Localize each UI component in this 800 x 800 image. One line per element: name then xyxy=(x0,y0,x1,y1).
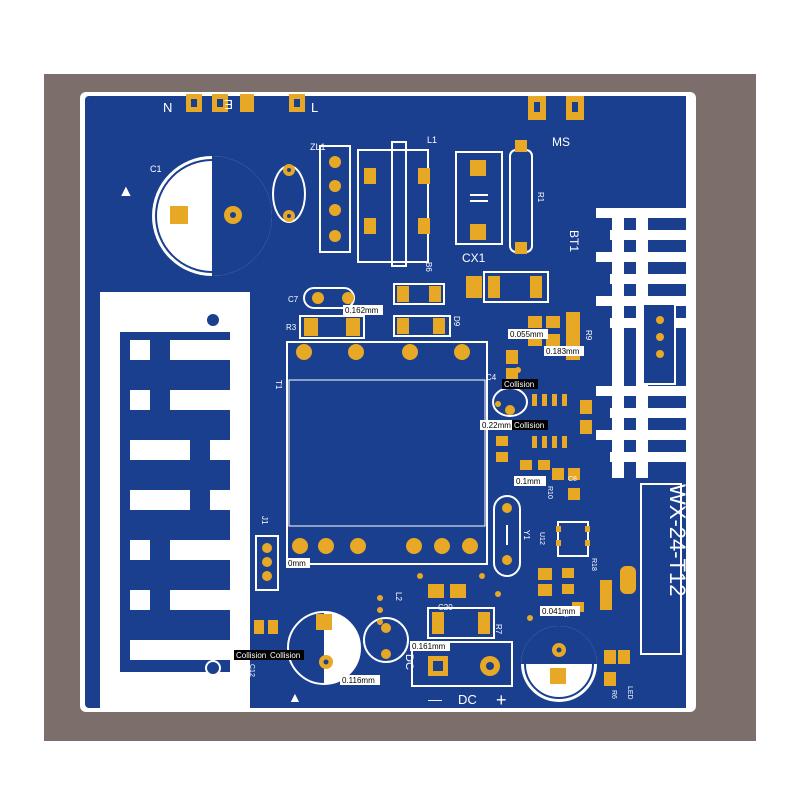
resistor-r1: R1 xyxy=(509,140,545,254)
inductor-l2: L2 xyxy=(363,592,409,663)
label-l1: L1 xyxy=(427,135,437,145)
led-indicator: LED R6 xyxy=(604,650,633,700)
label-plus: + xyxy=(496,690,507,710)
crystal-y1: Y1 xyxy=(493,495,531,577)
measurement-7: 0.041mm xyxy=(540,606,580,616)
warning-icon-bottom: ▲ xyxy=(288,689,302,705)
svg-text:0.1mm: 0.1mm xyxy=(516,477,541,486)
measurement-5: 0.1mm xyxy=(514,476,546,486)
label-led: LED xyxy=(626,686,633,700)
capacitor-c12: C12 xyxy=(248,620,278,677)
power-input-pads: N E L xyxy=(163,94,318,115)
smd-upper: C7 R3 B6 D9 xyxy=(286,262,549,339)
label-dc: DC xyxy=(458,692,477,707)
warning-icon: ▲ xyxy=(118,183,134,200)
measurement-8: 0.161mm xyxy=(410,641,450,651)
smd-bottom-middle: C20 R7 xyxy=(427,584,503,639)
label-ms: MS xyxy=(552,135,570,149)
antenna-left xyxy=(100,292,250,712)
svg-text:Collision: Collision xyxy=(504,380,534,389)
label-bt1: BT1 xyxy=(567,230,581,252)
measurement-labels: 0.162mm 0.055mm 0.183mm 0.22mm 0.1mm 0mm… xyxy=(286,305,584,685)
svg-text:0.161mm: 0.161mm xyxy=(412,642,446,651)
model-text: WX-24-T12 xyxy=(665,484,690,596)
label-j1: J1 xyxy=(260,516,269,525)
collision-2: Collision xyxy=(512,420,548,430)
dc-connector: DC — DC + xyxy=(403,641,513,710)
measurement-4: 0.22mm xyxy=(480,420,516,430)
capacitor-bottom-right xyxy=(521,626,597,702)
svg-text:0.22mm: 0.22mm xyxy=(482,421,511,430)
label-r1: R1 xyxy=(536,192,545,203)
svg-text:0.183mm: 0.183mm xyxy=(546,347,580,356)
capacitor-bottom-left: ▲ xyxy=(287,611,361,705)
model-label: WX-24-T12 xyxy=(640,483,690,655)
measurement-3: 0.183mm xyxy=(544,346,584,356)
label-r7: R7 xyxy=(494,624,503,635)
connector-j1: J1 xyxy=(255,516,279,591)
label-y1: Y1 xyxy=(522,530,531,540)
label-c4: C4 xyxy=(486,373,497,382)
svg-text:0.041mm: 0.041mm xyxy=(542,607,576,616)
measurement-9: 0.116mm xyxy=(340,675,380,685)
label-b6: B6 xyxy=(424,262,433,272)
vias xyxy=(377,367,533,625)
measurement-2: 0.055mm xyxy=(508,329,548,339)
label-e: E xyxy=(224,97,233,112)
transformer-t1: T1 xyxy=(274,341,488,565)
label-n: N xyxy=(163,100,172,115)
collision-markers: Collision Collision Collision Collision xyxy=(234,379,548,660)
collision-4: Collision xyxy=(268,650,304,660)
label-zl1: ZL1 xyxy=(310,142,326,152)
collision-3: Collision xyxy=(234,650,270,660)
label-minus: — xyxy=(428,691,442,707)
label-r10: R10 xyxy=(546,486,553,499)
label-l2: L2 xyxy=(394,592,403,601)
capacitor-c1: C1 ▲ xyxy=(118,156,272,276)
label-c7: C7 xyxy=(288,295,299,304)
label-r9: R9 xyxy=(584,330,593,341)
label-dc-side: DC xyxy=(403,654,415,670)
label-l: L xyxy=(311,100,318,115)
capacitor-cx1: CX1 xyxy=(455,151,503,265)
label-c1: C1 xyxy=(150,164,162,174)
fuse-ntc: ZL1 xyxy=(272,142,351,253)
svg-text:Collision: Collision xyxy=(236,651,266,660)
svg-text:0.162mm: 0.162mm xyxy=(345,306,379,315)
label-c12: C12 xyxy=(248,664,255,677)
label-r3: R3 xyxy=(286,323,297,332)
antenna-right xyxy=(596,92,691,708)
collision-1: Collision xyxy=(502,379,538,389)
label-u12: U12 xyxy=(538,532,545,545)
inductor-l1: L1 xyxy=(357,135,437,267)
label-t1: T1 xyxy=(274,380,283,390)
label-c8: C8 xyxy=(568,476,577,483)
measurement-1: 0.162mm xyxy=(343,305,383,315)
svg-text:Collision: Collision xyxy=(270,651,300,660)
svg-text:0mm: 0mm xyxy=(288,559,306,568)
ms-connector: MS xyxy=(528,96,584,149)
svg-text:Collision: Collision xyxy=(514,421,544,430)
svg-text:0.116mm: 0.116mm xyxy=(342,676,375,685)
label-d9: D9 xyxy=(452,316,461,327)
label-cx1: CX1 xyxy=(462,251,486,265)
measurement-6: 0mm xyxy=(286,558,310,568)
label-r18: R18 xyxy=(590,558,597,571)
label-r6: R6 xyxy=(610,690,617,699)
svg-text:0.055mm: 0.055mm xyxy=(510,330,544,339)
